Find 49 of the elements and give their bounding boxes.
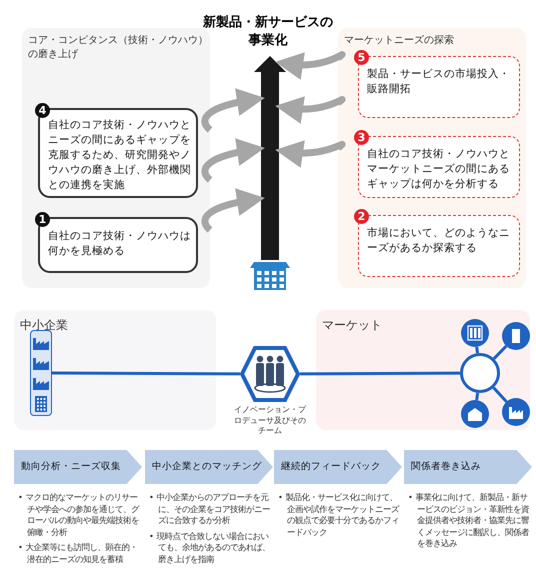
- company-column: [30, 330, 52, 416]
- market-circle: [461, 400, 489, 428]
- bullet-text: • マクロ的なマーケットのリサーチや学会への参加を通じて、グローバルの動向や最先端技術を俯瞰・分析: [18, 492, 140, 538]
- number-badge: 2: [354, 209, 369, 224]
- chevron-text: 中小企業とのマッチング: [152, 460, 262, 474]
- spiral-arrow: [275, 51, 345, 80]
- connector-line: [492, 344, 508, 360]
- connector-line: [300, 372, 460, 376]
- section-panel: [22, 28, 210, 288]
- chevron-text: 継続的フィードバック: [281, 460, 381, 474]
- connector-line: [475, 392, 480, 400]
- team-hexagon: [240, 346, 300, 402]
- chevron-text: 関係者巻き込み: [411, 460, 481, 474]
- connector-line: [475, 346, 479, 354]
- section-panel: [338, 28, 526, 288]
- chevron-step: [14, 450, 142, 484]
- chevron-step: [274, 450, 402, 484]
- upward-arrow: [254, 56, 286, 260]
- market-circle: [461, 319, 489, 347]
- step-text: 製品・サービスの市場投入・販路開拓: [367, 67, 511, 97]
- section-panel: [316, 310, 530, 430]
- step-text: 自社のコア技術・ノウハウは何かを見極める: [48, 229, 192, 259]
- bullet-text: • 現時点で合致しない場合においても、余地があるのであれば、磨き上げを指南: [149, 530, 271, 565]
- step-text: 自社のコア技術・ノウハウとマーケットニーズの間にあるギャップは何かを分析する: [367, 147, 511, 192]
- spiral-arrow: [275, 95, 345, 124]
- spiral-arrow: [275, 139, 345, 168]
- connector-line: [52, 372, 240, 376]
- team-caption: イノベーション・プロデューサ及びそのチーム: [234, 405, 306, 436]
- step-text: 自社のコア技術・ノウハウとニーズの間にあるギャップを克服するため、研究開発やノウハウの磨き上げ、外部機関との連携を実施: [48, 118, 192, 193]
- chevron-step: [404, 450, 532, 484]
- bullet-text: • 中小企業からのアプローチを元に、その企業をコア技術がニーズに合致するか分析: [149, 492, 271, 526]
- number-badge: 4: [35, 103, 50, 118]
- panel-title: マーケットニーズの探索: [344, 34, 455, 48]
- bullet-text: • 製品化・サービス化に向けて、企画や試作をマーケットニーズの観点で必要十分であるかフィードバック: [278, 492, 400, 538]
- market-circle: [502, 322, 530, 350]
- bullet-text: • 事業化に向けて、新製品・新サービスのビジョン・革新性を資金提供者や技術者・協業先に響くメッセージに翻訳し、関係者を巻き込み: [408, 492, 530, 550]
- chevron-step: [145, 450, 273, 484]
- number-badge: 5: [354, 50, 369, 65]
- hub-circle: [460, 353, 500, 393]
- connector-line: [492, 386, 508, 403]
- chevron-text: 動向分析・ニーズ収集: [21, 460, 121, 474]
- panel-title: マーケット: [322, 318, 382, 332]
- number-badge: 1: [35, 212, 50, 227]
- section-panel: [14, 310, 216, 430]
- market-circle: [502, 398, 530, 426]
- panel-title: 中小企業: [20, 318, 68, 332]
- number-badge: 3: [354, 130, 369, 145]
- bullet-text: • 大企業等にも訪問し、顕在的・潜在的ニーズの知見を蓄積: [18, 542, 139, 565]
- step-text: 市場において、どのようなニーズがあるか探索する: [367, 226, 511, 256]
